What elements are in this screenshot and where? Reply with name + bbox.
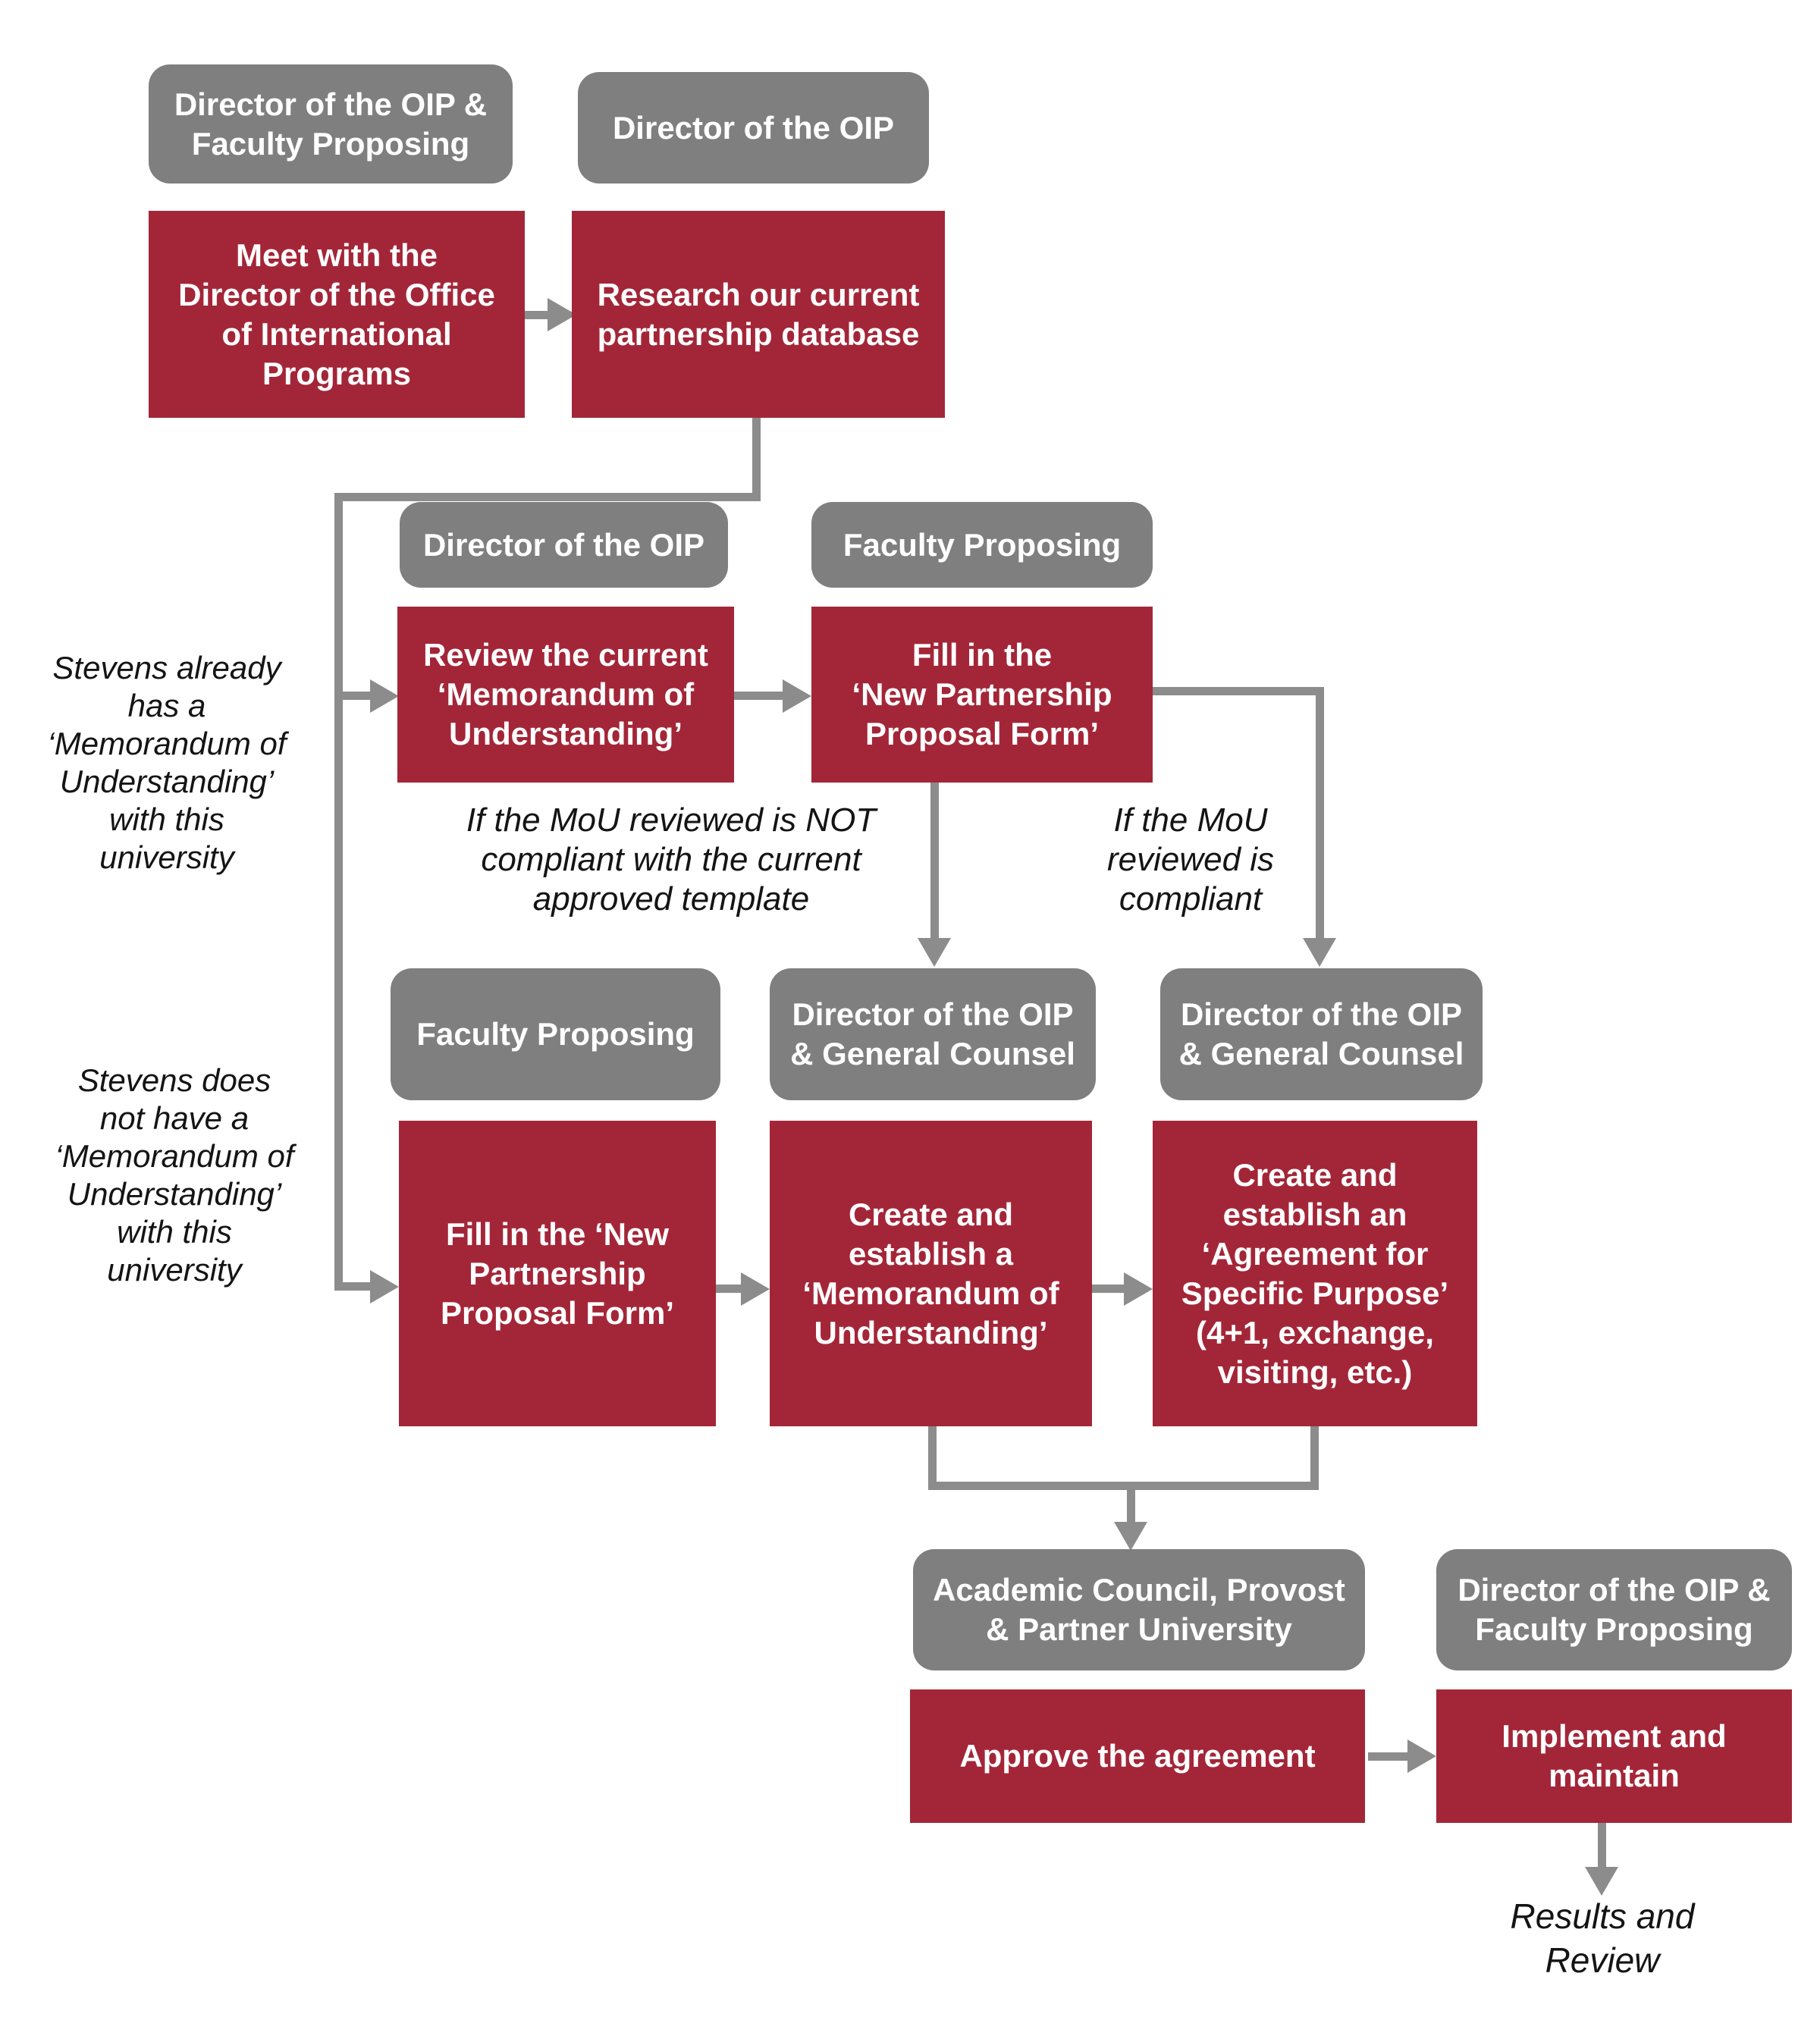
arrowhead-implement-to-results: [1585, 1867, 1618, 1896]
role-box-label: Director of the OIP& General Counsel: [790, 996, 1075, 1071]
connector-merge-down: [1127, 1482, 1135, 1525]
connector-fill2-to-create-mou: [716, 1285, 742, 1293]
role-box-director-oip-and-faculty-2: Director of the OIP &Faculty Proposing: [1436, 1549, 1792, 1670]
role-box-faculty-proposing: Faculty Proposing: [811, 502, 1153, 588]
arrowhead-approve-to-implement: [1407, 1739, 1436, 1773]
connector-research-down-stub: [752, 418, 761, 497]
connector-compliant-branch-v: [1316, 687, 1324, 940]
arrowhead-fill2-to-create-mou: [741, 1272, 770, 1306]
role-box-label: Director of the OIP: [422, 526, 705, 563]
role-box-director-oip: Director of the OIP: [578, 72, 929, 184]
connector-branch-has-mou: [343, 692, 372, 700]
role-box-director-oip-2: Director of the OIP: [400, 502, 728, 588]
connector-review-to-fill: [734, 692, 784, 700]
connector-compliant-branch-h: [1153, 687, 1324, 695]
connector-not-compliant-branch: [930, 783, 939, 940]
connector-branch-no-mou: [343, 1282, 372, 1291]
connector-left-rail: [334, 493, 343, 1291]
connector-top-rail: [334, 493, 761, 501]
role-box-label: Director of the OIP &Faculty Proposing: [174, 86, 488, 162]
connector-merge-rail: [928, 1482, 1319, 1490]
connector-create-mou-to-agreement: [1092, 1285, 1127, 1293]
role-box-faculty-proposing-2: Faculty Proposing: [391, 968, 720, 1100]
role-box-label: Faculty Proposing: [843, 526, 1122, 563]
arrowhead-review-to-fill: [783, 679, 811, 713]
connector-merge-stub-right: [1310, 1426, 1319, 1490]
arrowhead-create-mou-to-agreement: [1124, 1272, 1153, 1306]
arrowhead-branch-has-mou: [370, 679, 399, 713]
arrowhead-branch-no-mou: [370, 1270, 399, 1303]
role-box-label: Director of the OIP &Faculty Proposing: [1458, 1572, 1771, 1647]
role-box-director-oip-and-faculty: Director of the OIP &Faculty Proposing: [149, 64, 513, 184]
arrowhead-merge-to-approve: [1114, 1522, 1147, 1551]
arrowhead-not-compliant-branch: [918, 938, 951, 967]
connector-merge-stub-left: [928, 1426, 937, 1490]
step-label: Approve the agreement: [959, 1738, 1316, 1774]
connector-implement-to-results: [1598, 1823, 1606, 1870]
arrowhead-compliant-branch: [1303, 938, 1336, 967]
role-box-director-oip-general-counsel: Director of the OIP& General Counsel: [770, 968, 1096, 1100]
step-approve-agreement: Approve the agreement: [910, 1689, 1365, 1823]
role-box-director-oip-general-counsel-2: Director of the OIP& General Counsel: [1160, 968, 1483, 1100]
role-box-label: Director of the OIP& General Counsel: [1178, 996, 1464, 1071]
role-box-label: Director of the OIP: [612, 109, 895, 146]
role-box-label: Faculty Proposing: [416, 1016, 695, 1052]
connector-approve-to-implement: [1368, 1752, 1410, 1761]
connector-meet-to-research: [525, 311, 549, 319]
role-box-label: Academic Council, Provost& Partner Unive…: [933, 1572, 1345, 1647]
role-box-academic-council: Academic Council, Provost& Partner Unive…: [913, 1549, 1365, 1670]
arrowhead-meet-to-research: [548, 298, 576, 331]
